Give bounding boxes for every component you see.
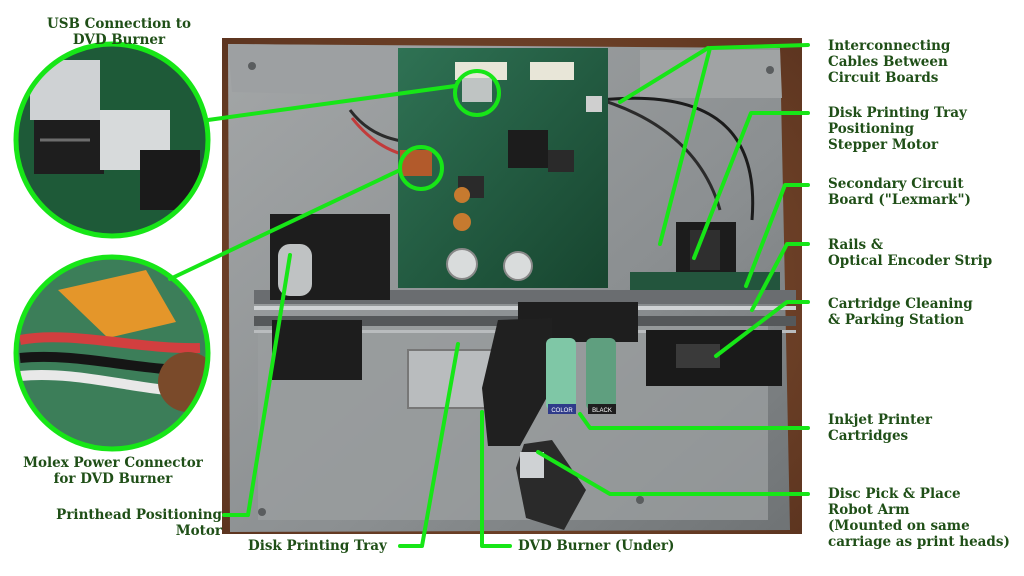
- label-robot-arm: Disc Pick & Place Robot Arm (Mounted on …: [828, 486, 1010, 550]
- label-line: Cables Between: [828, 54, 948, 70]
- label-line: & Parking Station: [828, 312, 964, 328]
- label-line: Molex Power Connector: [23, 455, 203, 471]
- label-line: Optical Encoder Strip: [828, 253, 993, 269]
- label-interconnecting-cables: Interconnecting Cables Between Circuit B…: [828, 38, 950, 86]
- label-line: DVD Burner: [72, 32, 166, 48]
- main-circuit-board: [398, 48, 608, 288]
- label-line: USB Connection to: [47, 16, 191, 32]
- label-line: Secondary Circuit: [828, 176, 964, 192]
- usb-inset-ring: [13, 41, 211, 239]
- label-line: Printhead Positioning: [56, 507, 222, 523]
- label-dvd-burner: DVD Burner (Under): [518, 538, 675, 554]
- label-line: Interconnecting: [828, 38, 951, 54]
- usb-inset: [16, 44, 208, 236]
- usb-highlight-ring: [453, 69, 501, 117]
- label-line: Stepper Motor: [828, 137, 939, 153]
- label-line: Disc Pick & Place: [828, 486, 961, 502]
- label-line: Robot Arm: [828, 502, 910, 518]
- label-line: Circuit Boards: [828, 70, 939, 86]
- molex-inset: [16, 257, 208, 449]
- cleaning-station: [646, 330, 782, 386]
- label-disk-tray: Disk Printing Tray: [248, 538, 387, 554]
- printhead-motor-assembly: [270, 214, 390, 380]
- label-line: (Mounted on same: [828, 518, 970, 534]
- label-line: Cartridge Cleaning: [828, 296, 973, 312]
- label-line: Motor: [175, 523, 222, 539]
- label-line: Cartridges: [828, 428, 909, 444]
- label-line: for DVD Burner: [53, 471, 173, 487]
- molex-highlight-ring: [398, 145, 444, 191]
- color-cartridge-label: COLOR: [551, 408, 573, 414]
- label-line: Disk Printing Tray: [828, 105, 967, 121]
- label-line: Board ("Lexmark"): [828, 192, 971, 208]
- label-usb-connection: USB Connection to DVD Burner: [34, 16, 204, 48]
- callout-lines: [168, 43, 810, 548]
- label-line: Inkjet Printer: [828, 412, 933, 428]
- label-secondary-board: Secondary Circuit Board ("Lexmark"): [828, 176, 971, 208]
- label-cleaning-station: Cartridge Cleaning & Parking Station: [828, 296, 973, 328]
- black-cartridge-label: BLACK: [592, 408, 612, 414]
- label-line: carriage as print heads): [828, 534, 1010, 550]
- molex-inset-ring: [13, 254, 211, 452]
- label-printhead-motor: Printhead Positioning Motor: [26, 507, 222, 539]
- label-inkjet-cartridges: Inkjet Printer Cartridges: [828, 412, 932, 444]
- label-tray-stepper-motor: Disk Printing Tray Positioning Stepper M…: [828, 105, 967, 153]
- label-line: Rails &: [828, 237, 884, 253]
- label-rails-encoder: Rails & Optical Encoder Strip: [828, 237, 992, 269]
- label-molex-connector: Molex Power Connector for DVD Burner: [14, 455, 212, 487]
- label-line: Positioning: [828, 121, 915, 137]
- carriage: COLOR BLACK: [482, 302, 638, 530]
